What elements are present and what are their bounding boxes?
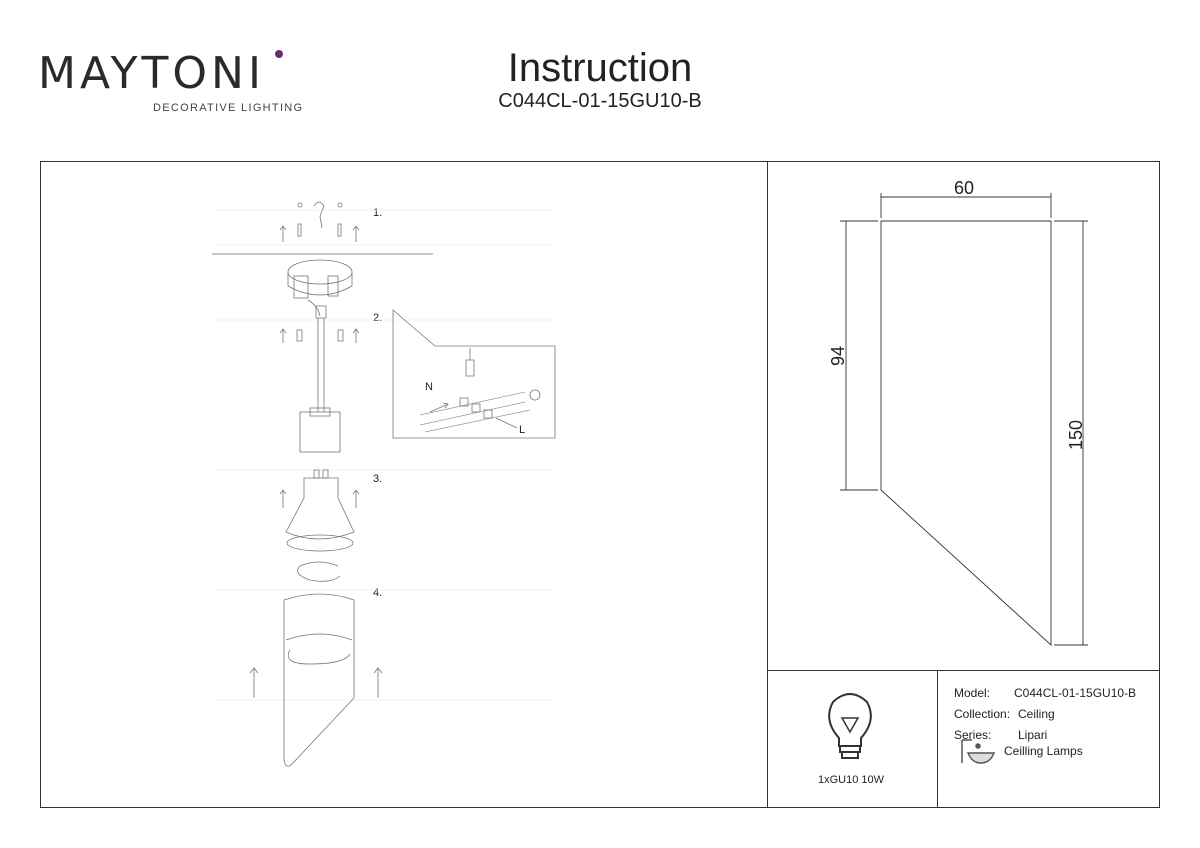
step-1-label: 1. bbox=[373, 207, 383, 219]
wire-label-neutral: N bbox=[425, 381, 433, 393]
bulb-icon bbox=[828, 693, 872, 759]
dimension-height-long: 150 bbox=[1066, 419, 1086, 450]
page-title: Instruction bbox=[507, 46, 693, 90]
brand-dot bbox=[275, 50, 283, 58]
step-4-label: 4. bbox=[373, 587, 383, 599]
step-2-label: 2. bbox=[373, 312, 383, 324]
series-value: Lipari bbox=[1018, 728, 1048, 742]
step-3-label: 3. bbox=[373, 473, 383, 485]
dimension-width: 60 bbox=[954, 178, 975, 198]
bulb-spec: 1xGU10 10W bbox=[818, 774, 885, 786]
series-label: Series: bbox=[954, 728, 992, 742]
type-value: Ceilling Lamps bbox=[1004, 744, 1083, 758]
brand-name: MAYTONI bbox=[38, 48, 265, 99]
model-value: C044CL-01-15GU10-B bbox=[1014, 686, 1137, 700]
model-code: C044CL-01-15GU10-B bbox=[498, 90, 702, 112]
assembly-diagram bbox=[212, 201, 556, 767]
dimension-height-short: 94 bbox=[828, 345, 848, 366]
ceiling-lamp-icon bbox=[961, 739, 996, 764]
collection-value: Ceiling bbox=[1018, 707, 1055, 721]
model-label: Model: bbox=[954, 686, 991, 700]
brand-logo: MAYTONI DECORATIVE LIGHTING bbox=[38, 48, 302, 114]
wire-label-live: L bbox=[519, 424, 526, 436]
collection-label: Collection: bbox=[954, 707, 1011, 721]
brand-tagline: DECORATIVE LIGHTING bbox=[153, 102, 304, 114]
